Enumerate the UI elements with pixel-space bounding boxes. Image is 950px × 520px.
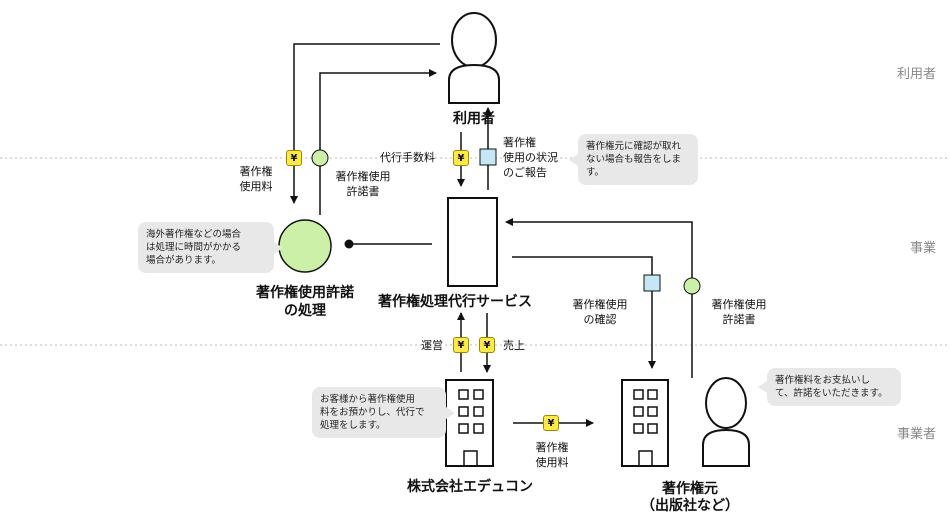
usage-fee-left-line2: 使用料 — [239, 180, 273, 193]
foreign-note-line1: 海外著作権などの場合 — [146, 229, 242, 240]
report-note-bubble: 著作権元に確認が取れ ない場合も報告をしま す。 — [569, 134, 698, 185]
deposit-note-line3: 処理をします。 — [320, 420, 386, 431]
license-left-line2: 許諾書 — [346, 185, 380, 198]
license-right-line2: 許諾書 — [722, 313, 756, 326]
yen-icon-agency-fee: ¥ — [453, 150, 469, 166]
yen-icon-usage-fee-left: ¥ — [286, 150, 302, 166]
report-doc-icon — [479, 148, 497, 166]
yen-icon-usage-fee-bottom: ¥ — [543, 415, 559, 431]
confirm-label-line1: 著作権使用 — [572, 298, 628, 311]
license-left-line1: 著作権使用 — [335, 170, 391, 183]
operation-label: 運営 — [421, 339, 443, 352]
sales-label: 売上 — [503, 339, 525, 352]
usage-fee-bottom-line2: 使用料 — [535, 456, 569, 469]
deposit-note-line1: お客様から著作権使用 — [320, 394, 416, 405]
company-building-icon — [445, 379, 494, 467]
holder-node-label-2: （出版社など） — [641, 498, 739, 514]
agency-fee-label: 代行手数料 — [380, 151, 435, 164]
arrow-foreign-to-user — [319, 69, 437, 215]
foreign-connector-dot — [344, 239, 354, 249]
usage-fee-bottom-line1: 著作権 — [535, 441, 569, 454]
company-node-label: 株式会社エデュコン — [407, 479, 533, 495]
foreign-note-line3: 場合があります。 — [146, 255, 222, 266]
report-note-line3: す。 — [586, 167, 605, 178]
yen-icon-sales: ¥ — [479, 337, 495, 353]
arrow-holder-to-service — [505, 218, 693, 378]
foreign-node-label-1: 著作権使用許諾 — [256, 285, 354, 301]
deposit-note-line2: 料をお預かりし、代行で — [320, 407, 425, 418]
pay-note-line1: 著作権料をお支払いし — [775, 375, 871, 386]
yen-icon-operation: ¥ — [453, 337, 469, 353]
arrow-service-to-holder — [512, 256, 656, 369]
report-note-line1: 著作権元に確認が取れ — [586, 141, 682, 152]
license-right-line1: 著作権使用 — [711, 298, 767, 311]
pay-note-bubble: 著作権料をお支払いし て、許諾をいただきます。 — [758, 368, 901, 406]
holder-building-icon — [621, 379, 669, 467]
license-icon-right — [683, 277, 701, 295]
report-note-line2: ない場合も報告をしま — [586, 154, 682, 165]
user-person-icon — [448, 12, 500, 104]
usage-report-line2: 使用の状況 — [503, 151, 558, 164]
holder-node-label-1: 著作権元 — [662, 481, 718, 497]
usage-fee-left-line1: 著作権 — [239, 165, 273, 178]
pay-note-line2: て、許諾をいただきます。 — [775, 388, 888, 399]
confirm-label-line2: の確認 — [583, 313, 617, 326]
usage-report-line3: のご報告 — [503, 166, 547, 179]
confirm-doc-icon — [643, 274, 661, 292]
foreign-note-bubble: 海外著作権などの場合 は処理に時間がかかる 場合があります。 — [138, 222, 283, 273]
service-box — [447, 197, 498, 287]
zone-label-business: 事業 — [909, 241, 936, 256]
foreign-node-label-2: の処理 — [284, 303, 326, 319]
service-node-label: 著作権処理代行サービス — [378, 294, 532, 310]
usage-report-line1: 著作権 — [503, 136, 536, 149]
user-node-label: 利用者 — [453, 111, 495, 127]
deposit-note-bubble: お客様から著作権使用 料をお預かりし、代行で 処理をします。 — [312, 387, 455, 438]
foreign-license-circle — [278, 219, 332, 273]
foreign-note-line2: は処理に時間がかかる — [146, 242, 242, 253]
holder-person-icon — [702, 377, 750, 467]
zone-label-operator: 事業者 — [896, 427, 936, 442]
zone-label-user: 利用者 — [896, 67, 936, 82]
license-icon-left — [311, 149, 329, 167]
